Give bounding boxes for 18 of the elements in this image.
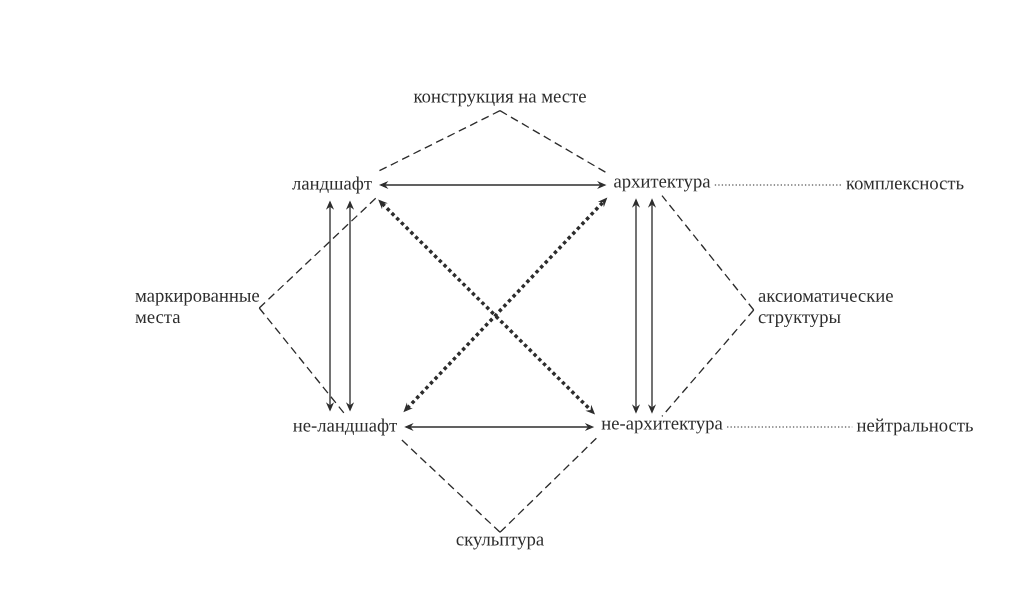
- text-label: нейтральность: [856, 418, 973, 436]
- dashed-line: [661, 309, 755, 417]
- text-label: комплексность: [846, 180, 964, 190]
- text-label: не-ландшафт: [293, 418, 397, 436]
- text-label: ландшафт: [292, 176, 372, 194]
- text-label: архитектура: [614, 178, 711, 192]
- text-label: конструкция на месте: [413, 93, 586, 107]
- dotted-line: [714, 184, 843, 186]
- dashed-line: [499, 437, 598, 533]
- text-label: не-архитектура: [601, 420, 723, 434]
- text-label: скульптура: [456, 536, 544, 550]
- dashed-line: [661, 195, 755, 311]
- dashed-line: [400, 439, 501, 533]
- dotted-line: [726, 426, 853, 428]
- dashed-line: [258, 197, 377, 309]
- text-label: аксиоматические структуры: [758, 292, 893, 328]
- text-label: маркированные места: [135, 292, 260, 324]
- dashed-line: [258, 307, 346, 415]
